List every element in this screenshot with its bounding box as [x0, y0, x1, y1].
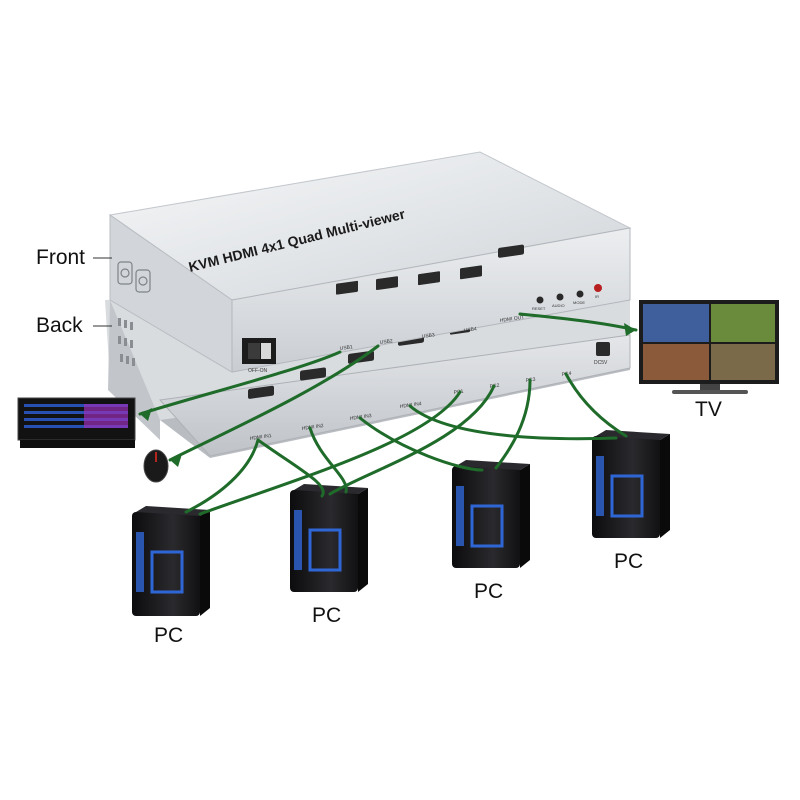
cable-group — [138, 312, 638, 516]
tv-label: TV — [695, 398, 722, 421]
cable-9 — [198, 390, 462, 516]
front-buttons — [536, 284, 602, 304]
front-label: Front — [36, 246, 86, 269]
pc-label-1: PC — [154, 624, 184, 647]
label-hdmi-out: HDMI OUT — [499, 315, 524, 324]
cable-arrowhead-1 — [140, 408, 152, 421]
cable-11 — [494, 378, 532, 470]
label-usb2: USB2 — [379, 338, 393, 346]
label-dc: DC5V — [594, 360, 608, 366]
keyboard — [17, 397, 136, 448]
label-ir: IR — [595, 294, 599, 299]
power-switch: OFF-ON — [242, 338, 276, 374]
pc-tower-4 — [592, 430, 670, 538]
tv-monitor — [639, 300, 779, 394]
label-usb4: USB4 — [463, 326, 477, 334]
pc-label-3: PC — [474, 580, 504, 603]
cable-10 — [328, 384, 496, 496]
cable-2 — [168, 344, 380, 462]
cable-12 — [564, 372, 628, 438]
kvm-front-unit: OFF-ON USB1 USB2 USB3 USB4 HDMI — [108, 151, 632, 374]
kvm-device: HDMI IN1 HDMI IN2 HDMI IN3 HDMI IN4 PC1 … — [105, 151, 632, 458]
pc-tower-2 — [290, 484, 368, 592]
front-hdmi-out-port — [498, 244, 524, 258]
cable-8 — [408, 404, 618, 441]
front-usb-ports — [336, 265, 482, 295]
label-off-on: OFF-ON — [248, 368, 268, 374]
dc-jack — [596, 342, 610, 356]
cable-1 — [138, 350, 342, 416]
pc-group — [132, 430, 670, 616]
pc-label-4: PC — [614, 550, 644, 573]
pc-tower-3 — [452, 460, 530, 568]
pc-tower-1 — [132, 506, 210, 616]
side-vents — [118, 318, 135, 366]
mouse — [143, 449, 169, 483]
label-reset: RESET — [532, 306, 546, 311]
side-fan-grills — [117, 261, 151, 293]
label-mode: MODE — [573, 300, 585, 305]
cable-arrowhead-2 — [170, 454, 182, 467]
cable-3 — [518, 312, 638, 332]
cable-7 — [358, 416, 484, 472]
label-usb1: USB1 — [339, 344, 353, 352]
pc-label-2: PC — [312, 604, 342, 627]
label-hdmi-in2: HDMI IN2 — [301, 423, 324, 432]
label-audio: AUDIO — [552, 303, 565, 308]
cable-4 — [184, 438, 260, 514]
label-hdmi-in1: HDMI IN1 — [249, 433, 272, 442]
label-usb3: USB3 — [421, 332, 435, 340]
back-label: Back — [36, 314, 83, 337]
cable-arrowhead-3 — [624, 323, 636, 336]
